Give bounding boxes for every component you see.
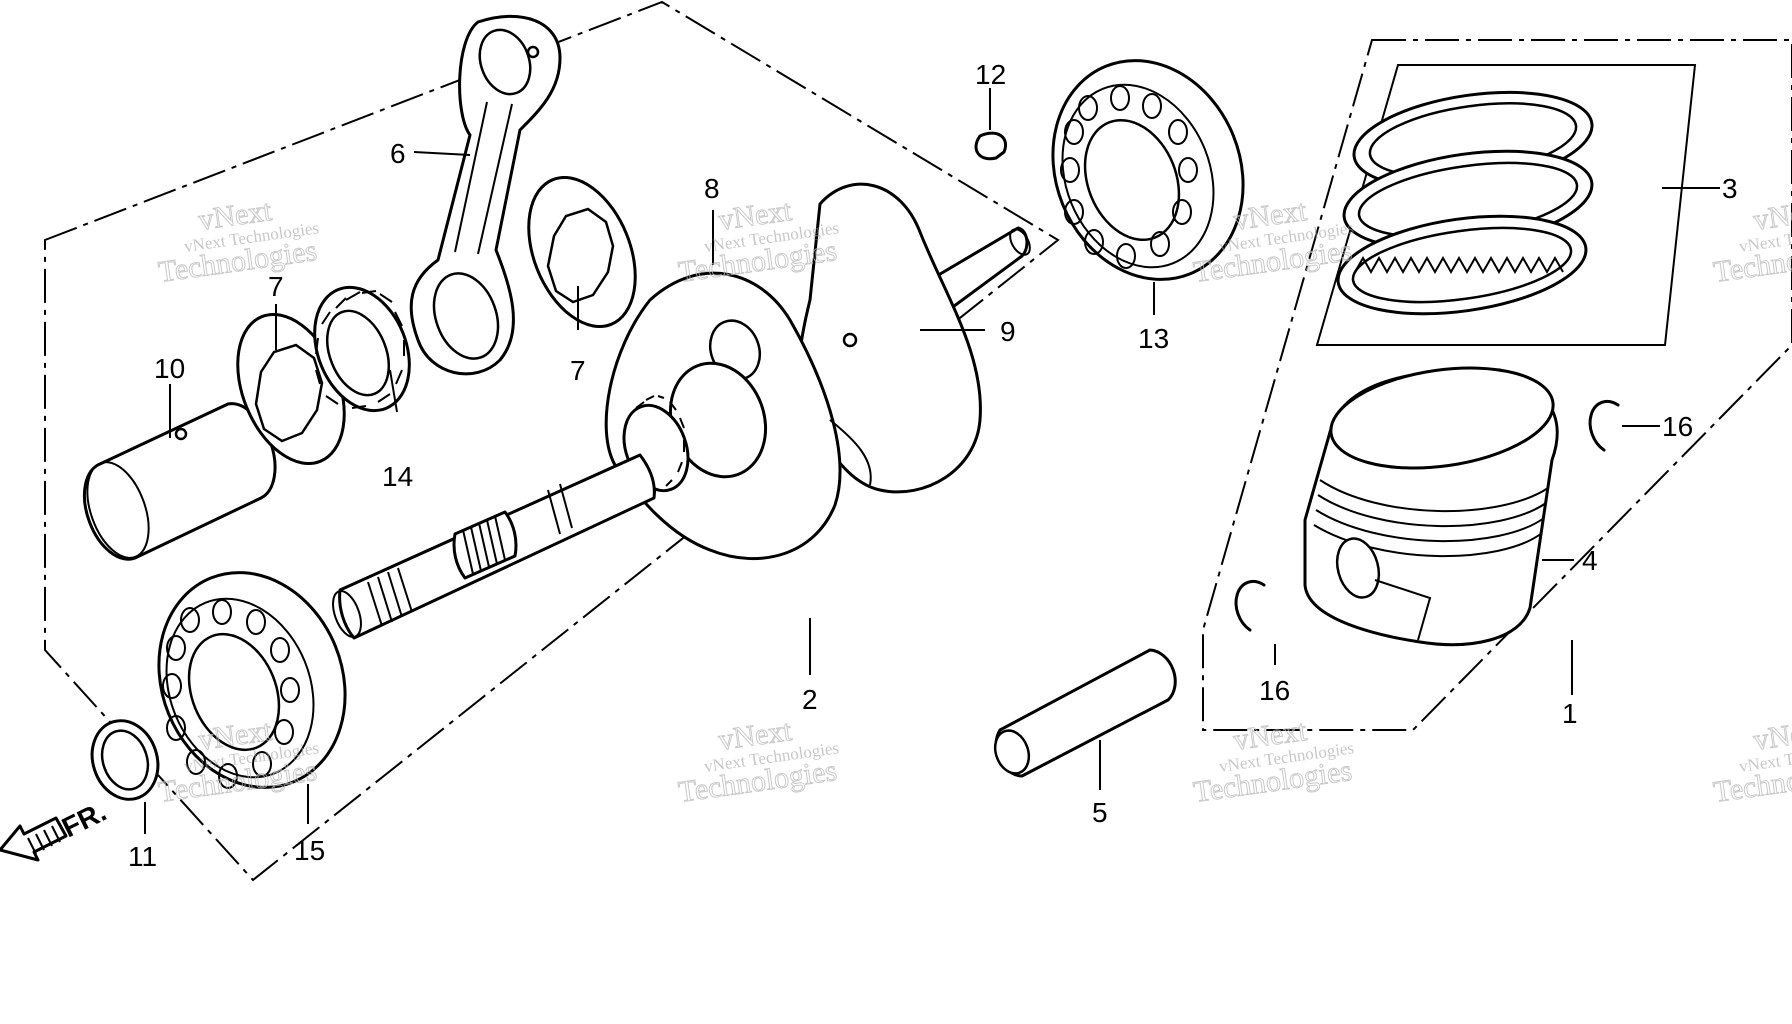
arrow-hatch bbox=[27, 825, 61, 855]
piston-pin[interactable] bbox=[989, 648, 1177, 778]
watermark-1: vNext vNext Technologies Technologies bbox=[156, 193, 320, 289]
callout-10: 10 bbox=[154, 353, 185, 384]
piston-pin-clip-lower[interactable] bbox=[1234, 580, 1266, 632]
crankshaft-assembly-outline bbox=[44, 0, 1060, 882]
watermark-7: vNext vNext Technologies Technologies bbox=[1191, 713, 1355, 809]
callout-8: 8 bbox=[704, 173, 720, 204]
thrust-washer-right[interactable] bbox=[508, 162, 655, 343]
piston[interactable] bbox=[1303, 355, 1560, 647]
callout-1: 1 bbox=[1562, 698, 1578, 729]
callout-16-upper: 16 bbox=[1662, 411, 1693, 442]
front-arrow-icon bbox=[0, 816, 68, 862]
front-direction-marker: FR. bbox=[0, 796, 111, 862]
watermark-6: vNext vNext Technologies Technologies bbox=[676, 713, 840, 809]
piston-ring-set-outline bbox=[1315, 64, 1697, 346]
piston-ring-set[interactable] bbox=[1332, 79, 1598, 328]
crankshaft[interactable] bbox=[328, 182, 1034, 640]
callout-11: 11 bbox=[128, 841, 157, 872]
needle-bearing[interactable] bbox=[297, 273, 427, 425]
callout-15: 15 bbox=[294, 835, 325, 866]
callout-7-left: 7 bbox=[268, 271, 284, 302]
callout-2: 2 bbox=[802, 684, 818, 715]
piston-pin-clip-upper[interactable] bbox=[1588, 400, 1620, 452]
crank-bearing[interactable] bbox=[127, 544, 376, 815]
callout-labels: 6 7 10 14 7 8 9 12 13 3 16 4 16 1 2 5 11… bbox=[128, 59, 1738, 872]
watermark-4: vNext vNext Technologies Technologies bbox=[1711, 193, 1792, 289]
callout-3: 3 bbox=[1722, 173, 1738, 204]
callout-16-lower: 16 bbox=[1259, 675, 1290, 706]
callout-13: 13 bbox=[1138, 323, 1169, 354]
woodruff-key[interactable] bbox=[974, 131, 1007, 161]
callout-4: 4 bbox=[1582, 545, 1598, 576]
callout-12: 12 bbox=[975, 59, 1006, 90]
callout-5: 5 bbox=[1092, 797, 1108, 828]
ball-bearing[interactable] bbox=[1021, 32, 1276, 309]
callout-6: 6 bbox=[390, 138, 406, 169]
crank-pin[interactable] bbox=[76, 402, 277, 567]
callout-9: 9 bbox=[1000, 316, 1016, 347]
oil-seal[interactable] bbox=[82, 712, 168, 808]
watermark-8: vNext vNext Technologies Technologies bbox=[1711, 713, 1792, 809]
connecting-rod[interactable] bbox=[409, 14, 562, 376]
callout-7-right: 7 bbox=[570, 355, 586, 386]
watermark-3: vNext vNext Technologies Technologies bbox=[1191, 193, 1355, 289]
leader-lines bbox=[144, 88, 1720, 834]
callout-14: 14 bbox=[382, 461, 413, 492]
